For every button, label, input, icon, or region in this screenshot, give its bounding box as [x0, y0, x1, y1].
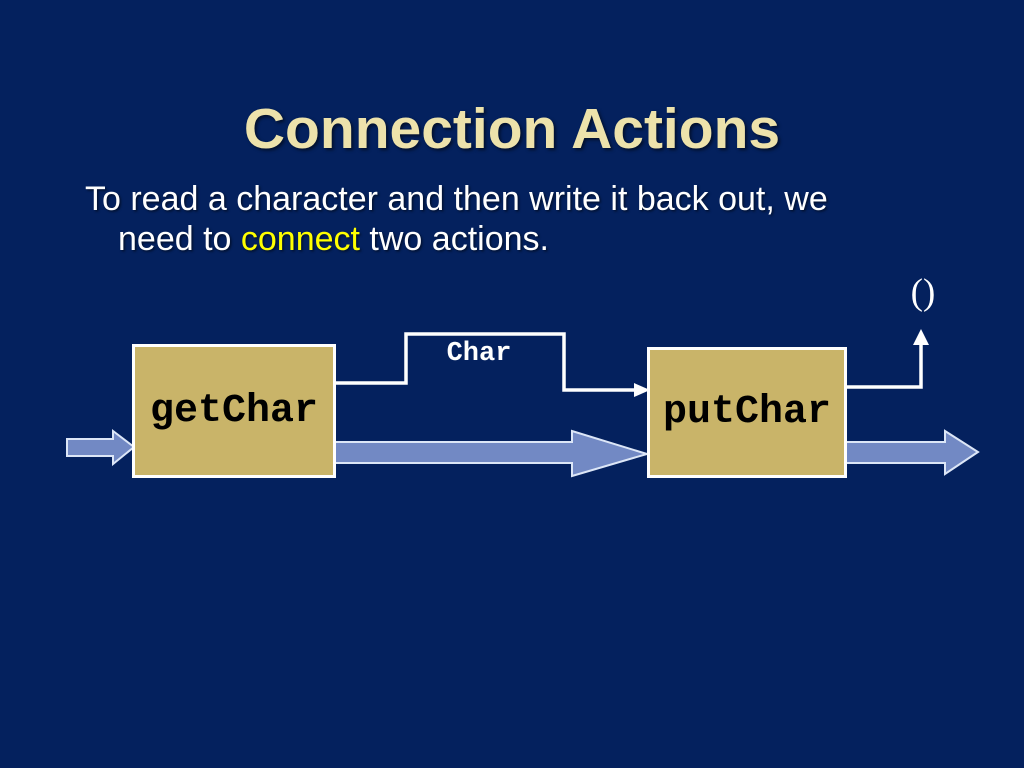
unit-wire-arrowhead-icon: [913, 329, 929, 345]
char-wire-arrowhead-icon: [634, 383, 650, 397]
middle-flow-arrow: [334, 429, 651, 478]
body-text-line1: To read a character and then write it ba…: [85, 180, 828, 218]
slide-title: Connection Actions: [243, 97, 781, 162]
body-text: To read a character and then write it ba…: [85, 179, 945, 259]
output-flow-arrow: [844, 429, 980, 476]
char-wire: [336, 332, 636, 392]
getchar-box: getChar: [132, 344, 336, 478]
body-line2-suffix: two actions.: [359, 220, 549, 258]
input-flow-arrow: [66, 428, 136, 467]
body-line2-prefix: need to: [118, 220, 241, 258]
highlighted-word: connect: [240, 220, 360, 258]
char-wire-label: Char: [446, 339, 512, 369]
unit-wire: [845, 342, 923, 389]
getchar-box-label: getChar: [149, 388, 319, 434]
unit-result-label: (): [910, 272, 936, 313]
body-text-line2: need to connect two actions.: [85, 219, 945, 259]
putchar-box: putChar: [647, 347, 847, 478]
putchar-box-label: putChar: [662, 390, 832, 435]
